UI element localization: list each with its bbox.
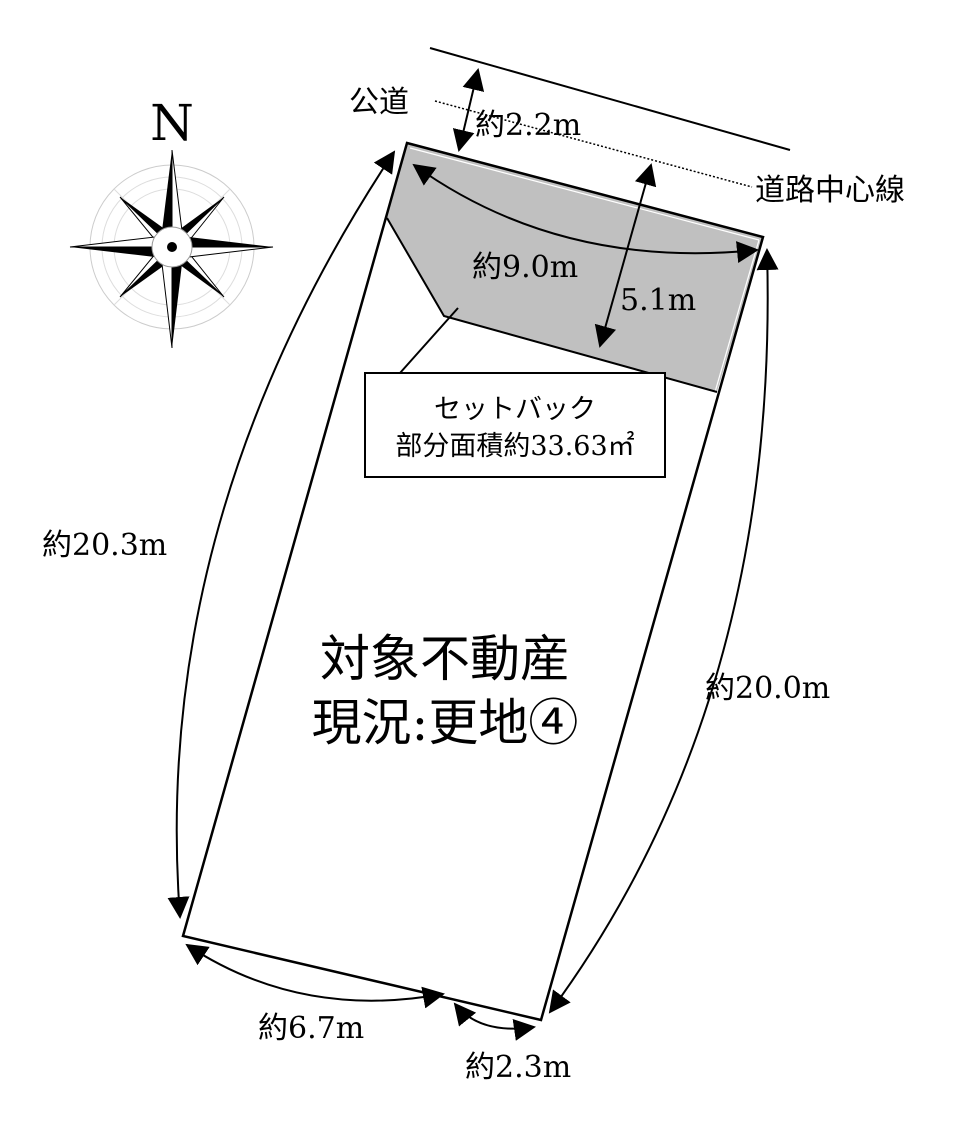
bottom-left-dimension-arc — [185, 943, 445, 1009]
right-dimension-arc — [548, 248, 779, 1014]
centerline-label: 道路中心線 — [755, 173, 905, 208]
road-width-label: 約2.2m — [475, 108, 581, 143]
property-status: 現況:更地④ — [312, 694, 579, 752]
compass-rose-icon — [69, 149, 274, 349]
road-width-arrow — [452, 68, 485, 152]
setback-depth-label: 5.1m — [620, 283, 696, 318]
bottom-right-dimension-label: 約2.3m — [465, 1050, 571, 1085]
left-dimension-label: 約20.3m — [42, 528, 167, 563]
setback-length-label: 約9.0m — [472, 250, 578, 285]
road-edge-line — [429, 47, 791, 151]
bottom-left-dimension-label: 約6.7m — [258, 1011, 364, 1046]
right-dimension-label: 約20.0m — [705, 671, 830, 706]
north-label: N — [150, 94, 194, 152]
callout-line1: セットバック — [434, 394, 596, 425]
callout-line2: 部分面積約33.63㎡ — [395, 431, 634, 462]
road-label: 公道 — [349, 85, 409, 120]
left-dimension-arc — [167, 150, 396, 919]
callout-leader — [399, 307, 459, 374]
property-title: 対象不動産 — [320, 630, 570, 688]
bottom-right-dimension-arc — [453, 1002, 536, 1041]
